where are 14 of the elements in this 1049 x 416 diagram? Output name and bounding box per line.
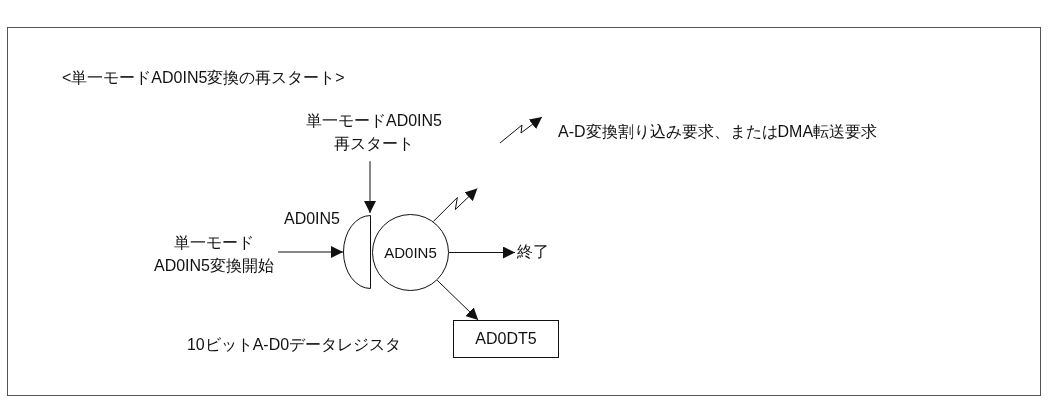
end-label: 終了 (517, 240, 549, 264)
trigger-semicircle (343, 215, 371, 289)
legend-text: A-D変換割り込み要求、またはDMA転送要求 (558, 122, 878, 142)
arrow (448, 246, 516, 259)
arrow (436, 279, 479, 321)
register-box: AD0DT5 (453, 320, 559, 358)
arrow (364, 160, 376, 214)
node-label: 単一モードAD0IN5変換開始 (154, 230, 274, 278)
arrow (277, 246, 344, 258)
node-caption: AD0IN5 (284, 209, 340, 230)
node-caption: 10ビットA-D0データレジスタ (186, 335, 402, 356)
request-arrow (432, 188, 478, 222)
node-label: 単一モードAD0IN5再スタート (306, 108, 442, 156)
title: <単一モードAD0IN5変換の再スタート> (62, 68, 345, 88)
